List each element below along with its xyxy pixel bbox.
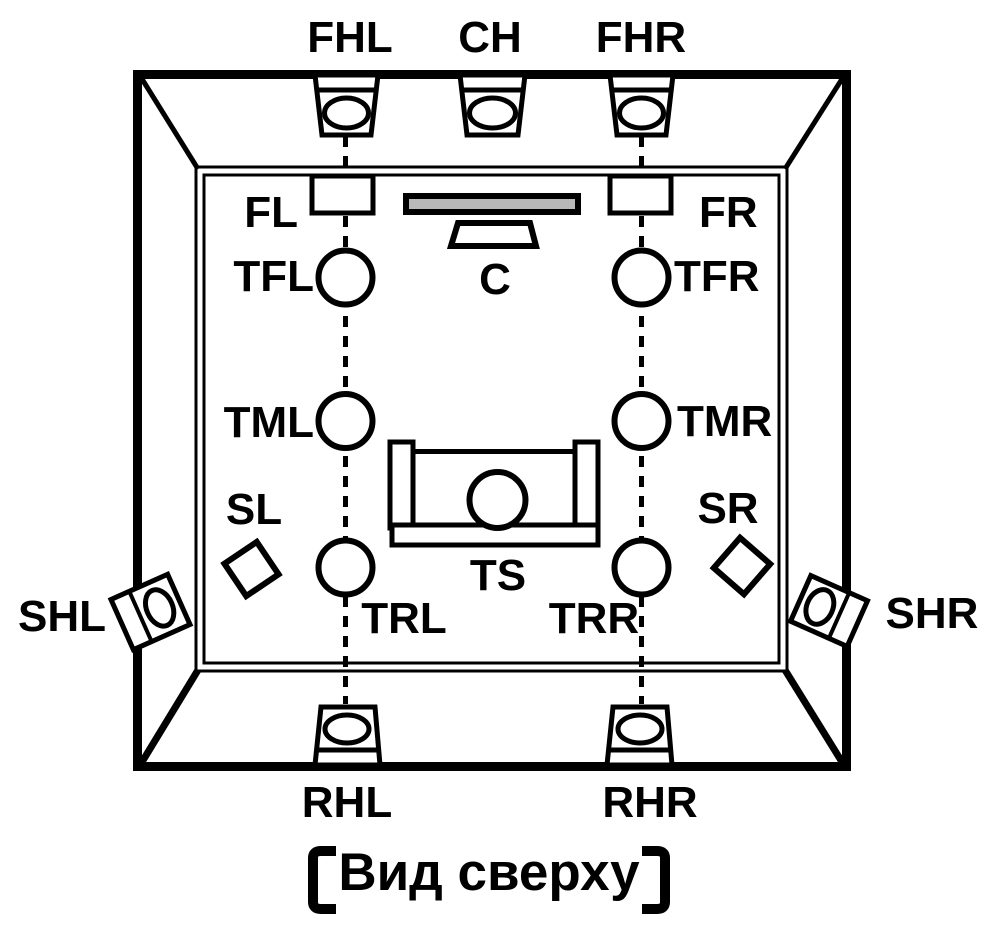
label-fr: FR [699,188,758,237]
sofa-right-armrest [572,439,601,531]
listener-head [466,469,529,531]
room-inner-wall-inner-line [202,173,781,665]
label-shr: SHR [886,589,979,638]
speaker-center [446,220,540,249]
label-sl: SL [226,485,282,534]
label-sr: SR [697,484,758,533]
speaker-front-left [309,173,376,216]
label-fhr: FHR [596,13,686,62]
label-trr: TRR [549,594,639,643]
wall-corner-diagonal-bottom-right [782,668,845,764]
label-tml: TML [224,398,314,447]
sofa [387,439,601,548]
label-tmr: TMR [677,397,772,446]
label-tfl: TFL [233,252,314,301]
speaker-surround-right [709,533,775,599]
label-shl: SHL [18,592,106,641]
speaker-top-rear-left [315,537,376,598]
speaker-surround-height-right [787,572,871,650]
speaker-front-right [607,173,674,216]
label-rhl: RHL [302,778,392,827]
speaker-rear-height-left [312,704,383,768]
speaker-top-rear-right [611,537,672,598]
label-fhl: FHL [307,13,393,62]
left-lenticular-bracket-icon [308,846,336,914]
speaker-front-height-right [607,72,676,138]
speaker-top-front-right [611,247,672,308]
speaker-top-middle-right [611,391,672,451]
label-ch: CH [458,13,522,62]
right-lenticular-bracket-icon [642,846,670,914]
label-c: C [479,255,511,304]
speaker-surround-left [220,537,283,601]
speaker-front-height-left [312,72,381,138]
speaker-top-middle-left [315,391,376,451]
speaker-rear-height-right [604,704,675,768]
tv-screen [403,193,581,215]
speaker-center-height [457,72,528,138]
wall-corner-diagonal-top-right [782,77,845,171]
label-tfr: TFR [674,252,760,301]
speaker-top-front-left [315,247,376,308]
sofa-left-armrest [387,439,416,531]
label-fl: FL [244,188,298,237]
label-ts: TS [470,551,526,600]
room-inner-wall-outer-line [194,165,789,673]
label-trl: TRL [361,594,447,643]
label-rhr: RHR [602,778,697,827]
speaker-surround-height-left [107,570,194,654]
caption-view-from-above: Вид сверху [338,843,640,902]
wall-corner-diagonal-bottom-left [139,668,201,764]
wall-corner-diagonal-top-left [139,77,201,171]
